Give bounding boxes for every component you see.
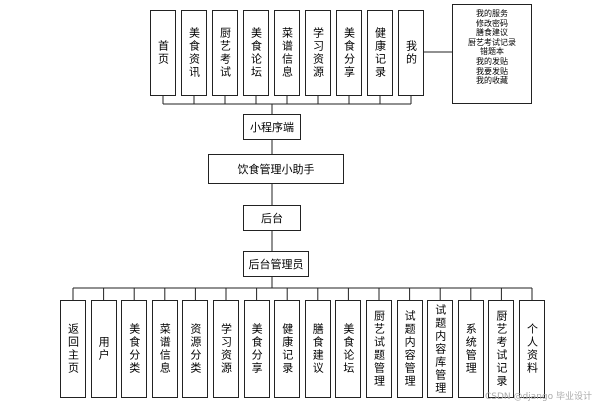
admin-module-3-label: 美食分类 [127,323,141,375]
admin-module-9: 膳食建议 [304,300,331,398]
my-submenu-item: 我的服务 [476,9,508,18]
my-submenu-box: 我的服务修改密码膳食建议厨艺考试记录错题本我的发贴我要发贴我的收藏 [452,4,532,104]
admin-module-2-label: 用户 [97,336,111,362]
my-submenu-item: 我的收藏 [476,76,508,86]
miniprogram-module-4: 美食论坛 [243,10,269,96]
my-submenu-list: 我的服务修改密码膳食建议厨艺考试记录错题本我的发贴我要发贴我的收藏 [453,9,531,86]
admin-module-10: 美食论坛 [335,300,362,398]
node-admin-label: 后台管理员 [248,258,304,271]
miniprogram-module-3-label: 厨艺考试 [218,27,232,79]
admin-module-8-label: 健康记录 [280,323,294,375]
miniprogram-module-4-label: 美食论坛 [249,27,263,79]
my-submenu-item: 膳食建议 [476,28,508,38]
miniprogram-module-3: 厨艺考试 [212,10,238,96]
my-submenu-item: 修改密码 [476,18,508,28]
miniprogram-module-9-label: 我的 [404,40,418,66]
admin-module-5: 资源分类 [182,300,209,398]
miniprogram-module-2: 美食资讯 [181,10,207,96]
admin-module-4: 菜谱信息 [151,300,178,398]
admin-module-1-label: 返回主页 [66,323,80,375]
miniprogram-module-1: 首页 [150,10,176,96]
admin-module-10-label: 美食论坛 [341,323,355,375]
my-submenu-item: 厨艺考试记录 [468,37,516,47]
admin-module-7: 美食分享 [243,300,270,398]
node-admin: 后台管理员 [243,251,309,277]
miniprogram-module-6: 学习资源 [305,10,331,96]
admin-module-14: 系统管理 [457,300,484,398]
node-system: 饮食管理小助手 [208,154,344,184]
admin-module-14-label: 系统管理 [464,323,478,375]
admin-module-4-label: 菜谱信息 [158,323,172,375]
admin-module-11-label: 厨艺试题管理 [372,310,386,388]
admin-module-13: 试题内容库管理 [427,300,454,398]
admin-module-12: 试题内容管理 [396,300,423,398]
miniprogram-module-5: 菜谱信息 [274,10,300,96]
admin-module-15-label: 厨艺考试记录 [494,310,508,388]
admin-module-12-label: 试题内容管理 [403,310,417,388]
miniprogram-module-6-label: 学习资源 [311,27,325,79]
admin-module-15: 厨艺考试记录 [488,300,515,398]
admin-module-5-label: 资源分类 [188,323,202,375]
miniprogram-module-8: 健康记录 [367,10,393,96]
admin-module-11: 厨艺试题管理 [366,300,392,398]
my-submenu-item: 我的发贴 [476,56,508,66]
admin-module-6: 学习资源 [213,300,239,398]
node-backend: 后台 [243,205,301,231]
node-miniprogram-label: 小程序端 [250,121,294,134]
miniprogram-module-7: 美食分享 [336,10,362,96]
my-submenu-item: 我要发贴 [476,66,508,76]
admin-module-16-label: 个人资料 [525,323,539,375]
admin-module-8: 健康记录 [274,300,301,398]
admin-module-2: 用户 [90,300,117,398]
node-system-label: 饮食管理小助手 [237,163,315,176]
admin-module-1: 返回主页 [60,300,86,398]
node-miniprogram: 小程序端 [243,114,301,140]
admin-module-3: 美食分类 [121,300,148,398]
miniprogram-module-5-label: 菜谱信息 [280,27,294,79]
admin-module-9-label: 膳食建议 [311,323,325,375]
miniprogram-module-7-label: 美食分享 [342,27,356,79]
admin-module-16: 个人资料 [519,300,545,398]
admin-module-6-label: 学习资源 [219,323,233,375]
admin-module-13-label: 试题内容库管理 [433,303,447,395]
miniprogram-module-1-label: 首页 [156,40,170,66]
miniprogram-module-8-label: 健康记录 [373,27,387,79]
admin-module-7-label: 美食分享 [250,323,264,375]
node-backend-label: 后台 [261,212,283,225]
miniprogram-module-9: 我的 [398,10,424,96]
watermark: CSDN @django 毕业设计 [484,392,592,402]
my-submenu-item: 错题本 [480,47,504,57]
miniprogram-module-2-label: 美食资讯 [187,27,201,79]
